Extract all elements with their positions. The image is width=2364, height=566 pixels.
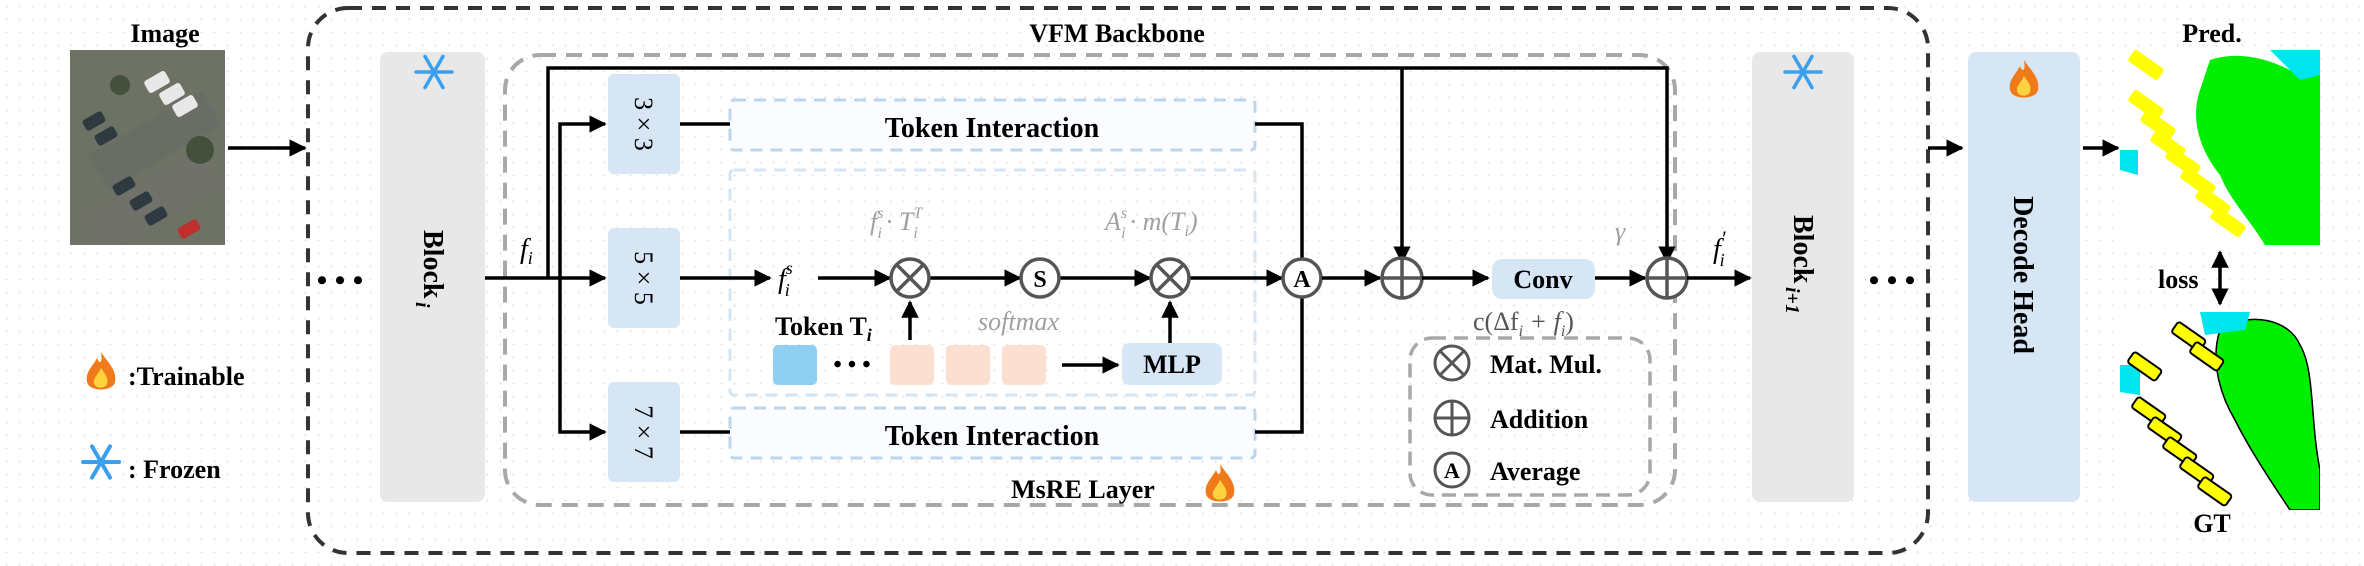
- add-op-1: [1380, 256, 1424, 300]
- operator-legend: [1408, 336, 1652, 497]
- kernel-5x5-label: 5 × 5: [629, 251, 658, 305]
- snowflake-icon: [1783, 54, 1823, 90]
- kernel-5x5-box: [608, 228, 680, 328]
- legend-frozen: : Frozen: [128, 455, 221, 484]
- kernel-7x7-box: [608, 382, 680, 482]
- token-interaction-bottom-label: Token Interaction: [885, 421, 1100, 452]
- branch-up: [558, 115, 607, 278]
- legend-add-icon: [1433, 399, 1471, 437]
- token-blue: [773, 345, 817, 385]
- svg-text:i: i: [411, 302, 433, 308]
- token-interaction-top-label: Token Interaction: [885, 113, 1100, 144]
- legend-avg-label: Average: [1490, 457, 1580, 486]
- c-expression: c(Δfi + fi): [1473, 307, 1574, 340]
- snowflake-icon: [81, 444, 121, 480]
- top-merge-path: [1255, 122, 1304, 258]
- image-label: Image: [130, 19, 199, 48]
- svg-text:Block: Block: [1787, 215, 1818, 284]
- kernel-7x7-label: 7 × 7: [629, 405, 658, 459]
- block-i: [380, 52, 485, 502]
- msre-label: MsRE Layer: [1011, 475, 1155, 504]
- token-ellipsis: • • •: [833, 352, 870, 378]
- svg-text:A: A: [1293, 267, 1311, 293]
- input-aerial-image: [70, 50, 225, 245]
- gamma-label: γ: [1615, 217, 1626, 246]
- softmax-op: S: [1019, 257, 1061, 299]
- pred-label: Pred.: [2182, 19, 2241, 48]
- svg-text:i+1: i+1: [1781, 287, 1803, 314]
- loss-label: loss: [2158, 265, 2198, 294]
- right-ellipsis: • • •: [1869, 264, 1916, 297]
- legend-avg-icon: A: [1433, 451, 1471, 489]
- prediction-mask: [2120, 50, 2320, 245]
- token-peach-3: [1002, 345, 1046, 385]
- gt-label: GT: [2193, 509, 2231, 538]
- kernel-3x3-box: [608, 74, 680, 174]
- block-i-plus-1-label: Block i+1: [1781, 215, 1818, 314]
- conv-box: [1492, 259, 1595, 299]
- svg-text:A: A: [1444, 458, 1460, 483]
- block-i-label: Block i: [411, 230, 448, 308]
- fire-icon: [86, 352, 116, 390]
- backbone-title: VFM Backbone: [1029, 19, 1205, 48]
- ground-truth-mask: [2120, 310, 2320, 510]
- fire-icon: [1205, 464, 1235, 502]
- branch-down: [558, 278, 607, 441]
- token-t-label: Token Ti: [775, 312, 872, 345]
- token-peach-2: [946, 345, 990, 385]
- snowflake-icon: [414, 54, 454, 90]
- legend-add-label: Addition: [1490, 405, 1589, 434]
- softmax-label: softmax: [978, 307, 1059, 336]
- left-ellipsis: • • •: [317, 264, 364, 297]
- legend-trainable: :Trainable: [128, 362, 245, 391]
- token-interaction-detail: [728, 168, 1257, 397]
- f-prime-label: f′i: [1713, 226, 1727, 270]
- msre-frame: [503, 53, 1677, 507]
- legend-mul-label: Mat. Mul.: [1490, 350, 1602, 379]
- block-i-plus-1: [1752, 52, 1854, 502]
- token-peach-1: [890, 345, 934, 385]
- backbone-frame: [306, 6, 1930, 555]
- conv-label: Conv: [1513, 265, 1572, 294]
- add-op-2: [1645, 256, 1689, 300]
- decode-head-label: Decode Head: [2007, 196, 2038, 354]
- kernel-3x3-label: 3 × 3: [629, 97, 658, 151]
- mat-mul-op-1: [889, 257, 931, 299]
- f-i-label: fi: [520, 234, 533, 268]
- average-op: A: [1281, 257, 1323, 299]
- mat-mul-op-2: [1149, 257, 1191, 299]
- fire-icon: [2009, 60, 2039, 98]
- top-skip-path: [546, 66, 1676, 278]
- legend-mul-icon: [1433, 344, 1471, 382]
- svg-text:S: S: [1033, 267, 1046, 293]
- mlp-box: [1122, 343, 1222, 385]
- mlp-label: MLP: [1143, 350, 1201, 379]
- bottom-merge-path: [1255, 298, 1304, 434]
- decode-head-box: [1968, 52, 2080, 502]
- svg-text:Block: Block: [417, 230, 448, 299]
